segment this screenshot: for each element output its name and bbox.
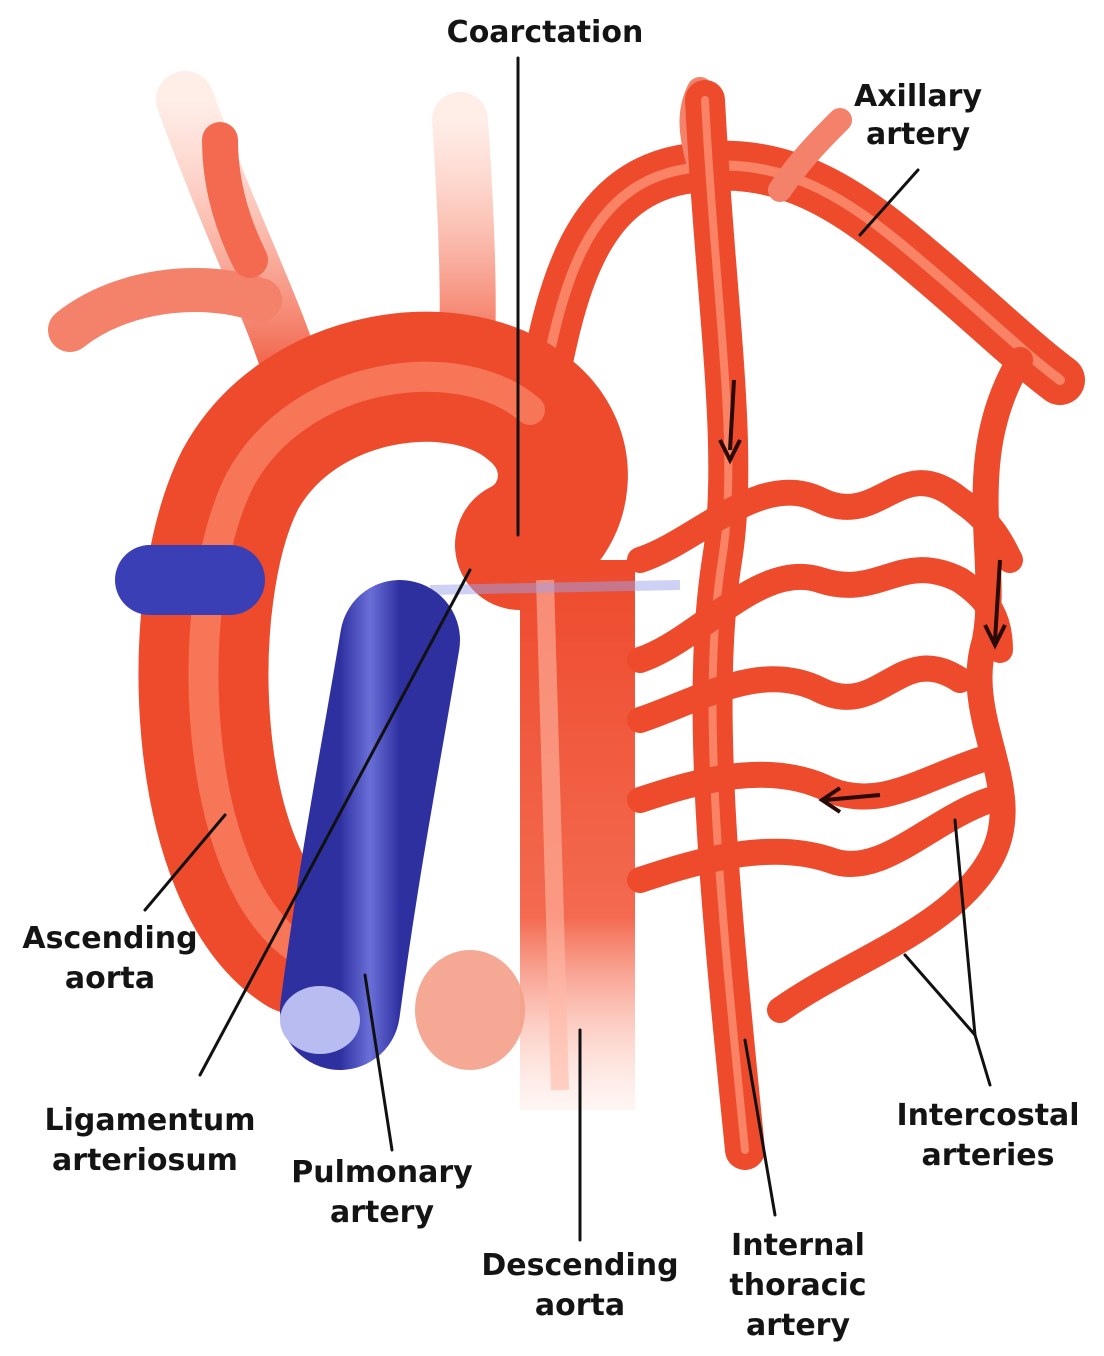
label-intercostal-line1: Intercostal bbox=[896, 1098, 1079, 1133]
label-ligamentum-line2: arteriosum bbox=[52, 1143, 238, 1178]
heart-bulge bbox=[415, 950, 525, 1070]
arteries-artwork bbox=[48, 71, 1085, 1170]
label-internal-line2: thoracic bbox=[729, 1268, 866, 1303]
label-ligamentum-arteriosum: Ligamentum arteriosum bbox=[44, 1103, 255, 1178]
label-coarctation: Coarctation bbox=[447, 15, 644, 50]
label-pulmonary-line1: Pulmonary bbox=[291, 1155, 473, 1190]
lateral-collateral-vessel bbox=[767, 347, 1033, 1023]
label-intercostal-arteries: Intercostal arteries bbox=[896, 1098, 1079, 1173]
label-internal-thoracic-artery: Internal thoracic artery bbox=[729, 1228, 866, 1343]
label-internal-line1: Internal bbox=[731, 1228, 865, 1263]
descending-aorta bbox=[520, 560, 635, 1110]
label-descending-line1: Descending bbox=[481, 1248, 678, 1283]
label-ligamentum-line1: Ligamentum bbox=[44, 1103, 255, 1138]
label-descending-aorta: Descending aorta bbox=[481, 1248, 678, 1323]
label-ascending-aorta: Ascending aorta bbox=[22, 921, 197, 996]
label-axillary-line1: Axillary bbox=[854, 79, 982, 114]
label-internal-line3: artery bbox=[746, 1308, 851, 1343]
label-pulmonary-line2: artery bbox=[330, 1195, 435, 1230]
label-ascending-line1: Ascending bbox=[22, 921, 197, 956]
leader-lines bbox=[143, 56, 992, 1242]
label-ascending-line2: aorta bbox=[65, 961, 155, 996]
pulmonary-artery-vessel bbox=[115, 545, 728, 1070]
flow-arrows bbox=[718, 379, 1007, 814]
label-axillary-line2: artery bbox=[866, 117, 971, 152]
label-pulmonary-artery: Pulmonary artery bbox=[291, 1155, 473, 1230]
label-intercostal-line2: arteries bbox=[921, 1138, 1054, 1173]
left-neck-branch bbox=[48, 71, 329, 429]
label-axillary-artery: Axillary artery bbox=[854, 79, 982, 152]
label-descending-line2: aorta bbox=[535, 1288, 625, 1323]
